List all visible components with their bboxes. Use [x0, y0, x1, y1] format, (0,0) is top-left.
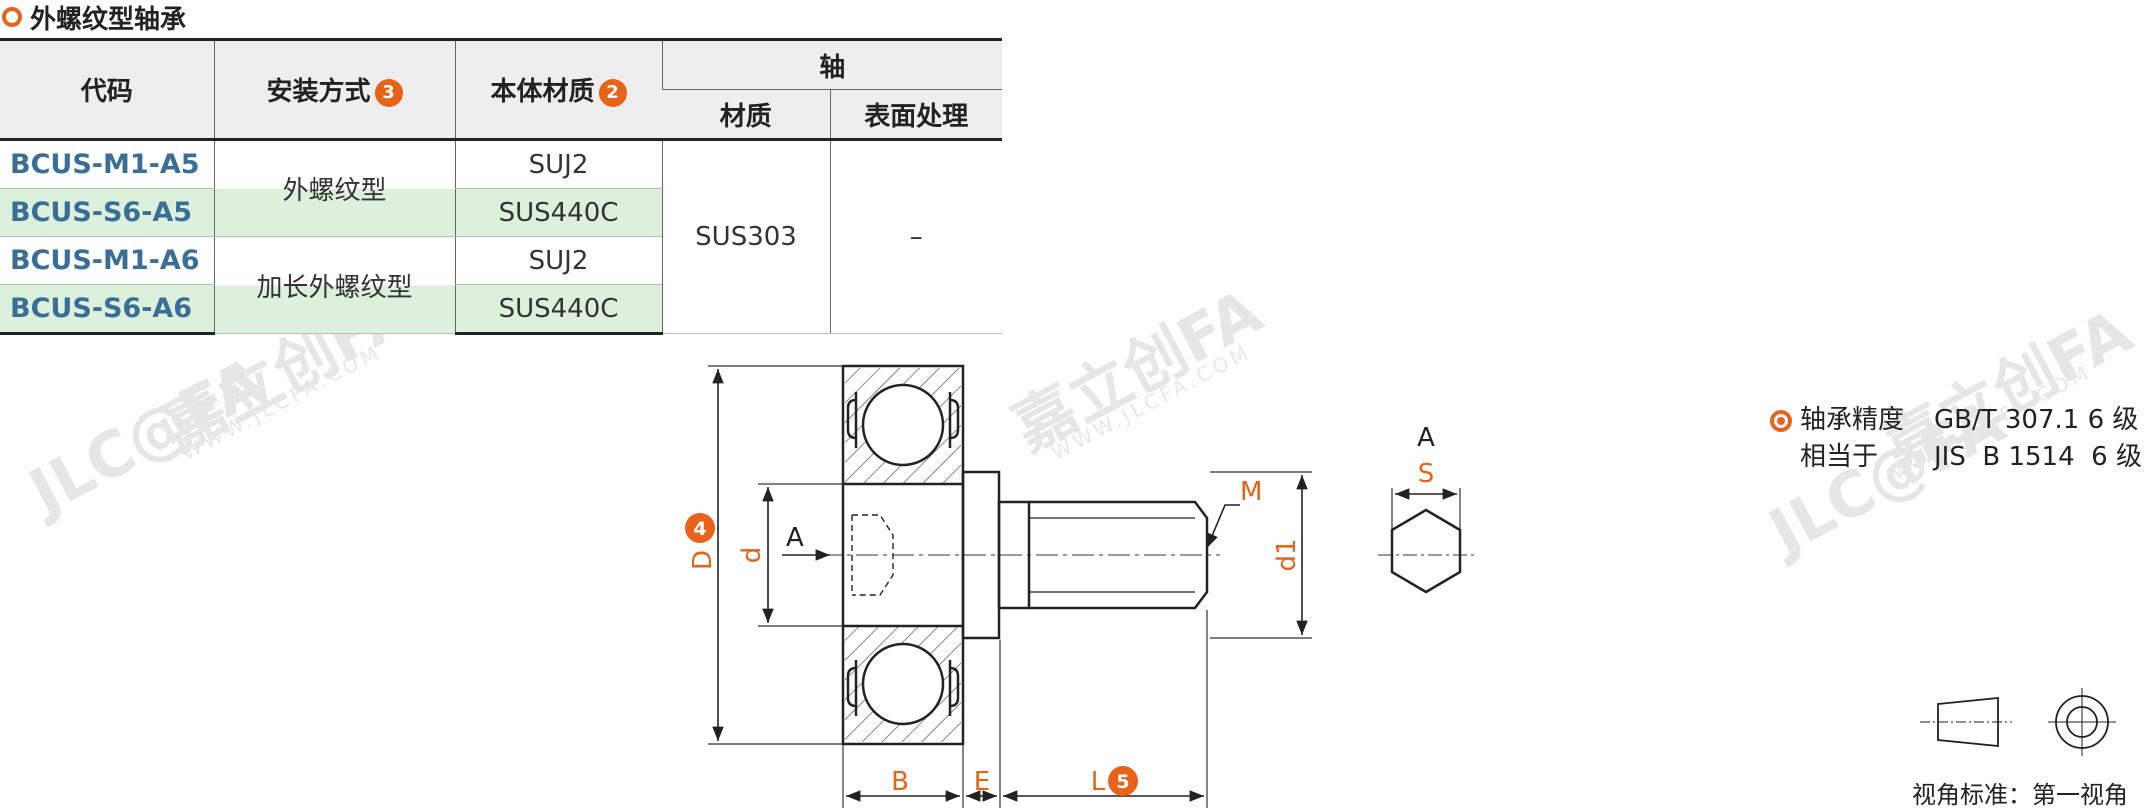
equivalent-value: JIS B 1514 6 级	[1934, 442, 2142, 472]
circle-bullet-icon	[2, 7, 22, 27]
cell-mount: 外螺纹型	[213, 139, 455, 237]
note-badge-3: 3	[374, 78, 403, 107]
table-row: BCUS-M1-A6 加长外螺纹型 SUJ2	[0, 236, 1002, 334]
note-badge-4-text: 4	[693, 518, 706, 540]
dim-D-label: D	[688, 550, 718, 570]
cell-shaft-material: SUS303	[661, 139, 830, 334]
precision-row-2: 相当于 JIS B 1514 6 级	[1770, 439, 2142, 476]
target-bullet-icon	[1770, 409, 1792, 432]
precision-value: GB/T 307.1 6 级	[1934, 405, 2139, 435]
ball-top	[861, 383, 945, 467]
cell-code: BCUS-M1-A6	[0, 236, 214, 285]
table-row: BCUS-S6-A5 SUS440C	[0, 188, 1002, 237]
equivalent-label: 相当于	[1800, 442, 1879, 472]
header-code: 代码	[0, 39, 214, 140]
view-A-label: A	[786, 523, 804, 553]
dim-M-label: M	[1240, 477, 1262, 507]
cell-material: SUJ2	[454, 236, 662, 285]
thread-M-leader	[1206, 504, 1240, 549]
header-shaft-surface: 表面处理	[829, 89, 1002, 140]
note-badge-5-text: 5	[1116, 771, 1129, 793]
note-badge-5	[1108, 766, 1138, 796]
bearing-body	[841, 364, 1209, 746]
note-badge-2: 2	[598, 78, 627, 107]
cell-material: SUS440C	[454, 188, 662, 237]
cell-code: BCUS-S6-A6	[0, 284, 214, 335]
cell-material: SUS440C	[454, 284, 662, 335]
dim-d1-label: d1	[1272, 538, 1302, 571]
header-shaft-material: 材质	[662, 89, 830, 140]
hex-view-title: A	[1417, 423, 1435, 453]
cell-code: BCUS-M1-A5	[0, 139, 214, 189]
table-row: BCUS-M1-A5 外螺纹型 SUJ2 SUS303 –	[0, 139, 1002, 334]
precision-row-1: 轴承精度 GB/T 307.1 6 级	[1770, 402, 2142, 439]
precision-note: 轴承精度 GB/T 307.1 6 级 相当于 JIS B 1514 6 级	[1770, 402, 2142, 476]
table-row: BCUS-S6-A6 SUS440C	[0, 284, 1002, 335]
dim-S-label: S	[1418, 459, 1435, 489]
cell-mount: 加长外螺纹型	[213, 236, 455, 334]
dim-d-label: d	[737, 547, 767, 564]
cell-code: BCUS-S6-A5	[0, 188, 214, 237]
ball-bottom	[861, 642, 945, 726]
cell-shaft-surface: –	[829, 139, 1002, 334]
projection-symbol-icon	[1920, 688, 2116, 756]
section-title: 外螺纹型轴承	[0, 0, 187, 35]
header-shaft: 轴	[661, 39, 1002, 90]
view-standard-caption: 视角标准：第一视角	[1912, 781, 2128, 809]
dim-E-label: E	[974, 767, 990, 797]
hex-view: A S	[1378, 423, 1474, 594]
note-badge-4	[685, 513, 715, 543]
precision-label: 轴承精度	[1800, 405, 1905, 435]
dim-B-label: B	[891, 767, 909, 797]
section-title-text: 外螺纹型轴承	[30, 4, 187, 35]
dim-L-label: L	[1091, 767, 1106, 797]
cell-material: SUJ2	[454, 139, 662, 189]
